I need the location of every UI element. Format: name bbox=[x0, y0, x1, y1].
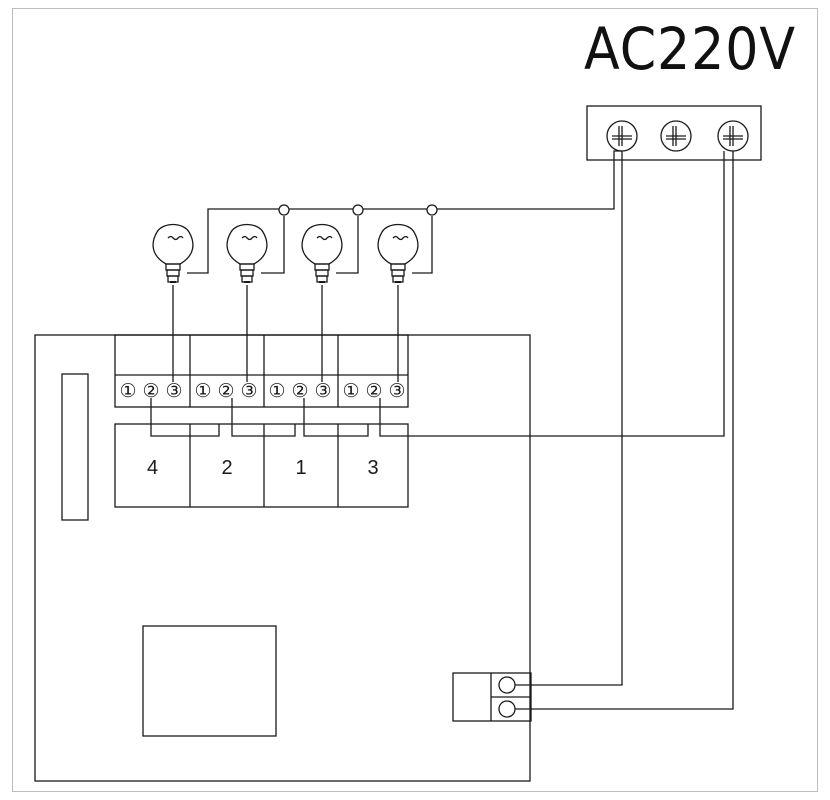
bulb-1 bbox=[152, 223, 194, 283]
ac-terminal-housing bbox=[586, 105, 762, 161]
relay-channel-label: 1 bbox=[295, 457, 306, 479]
relay-terminal-3-2: ② bbox=[291, 381, 308, 402]
relay-channel-labels: 4 2 1 3 bbox=[147, 457, 379, 479]
bulb-to-relay-wires bbox=[172, 285, 399, 382]
relay-terminal-3-1: ① bbox=[268, 381, 285, 402]
relay-channel-label: 2 bbox=[221, 457, 232, 479]
relay-terminal-2-1: ① bbox=[194, 381, 211, 402]
relay-terminal-4-1: ① bbox=[342, 381, 359, 402]
relay-terminal-2-2: ② bbox=[217, 381, 234, 402]
ac-screw-terminal-middle bbox=[660, 120, 692, 152]
board-chip bbox=[142, 625, 277, 737]
board-connector-strip bbox=[61, 373, 89, 521]
ac-terminal-block bbox=[586, 105, 762, 161]
ac-screw-terminal-right bbox=[717, 120, 749, 152]
relay-terminal-2-3: ③ bbox=[240, 381, 257, 402]
relay-terminal-1-1: ① bbox=[119, 381, 136, 402]
bulb-4 bbox=[377, 223, 419, 283]
bulb-3 bbox=[301, 223, 343, 283]
relay-body-row bbox=[114, 423, 409, 508]
relay-terminal-4-3: ③ bbox=[388, 381, 405, 402]
relay-header-row bbox=[114, 334, 409, 408]
relay-channel-label: 4 bbox=[147, 457, 158, 479]
relay-terminal-1-2: ② bbox=[142, 381, 159, 402]
ac-screw-terminal-left bbox=[606, 120, 638, 152]
relay-common-bus bbox=[150, 151, 725, 437]
relay-terminal-3-3: ③ bbox=[314, 381, 331, 402]
bulb-2 bbox=[226, 223, 268, 283]
bulb-supply-bus bbox=[187, 150, 622, 274]
supply-voltage-title: AC220V bbox=[584, 15, 796, 83]
board-power-terminal bbox=[452, 672, 532, 722]
relay-terminal-4-2: ② bbox=[365, 381, 382, 402]
board-supply-wires bbox=[515, 151, 734, 710]
relay-terminal-1-3: ③ bbox=[165, 381, 182, 402]
relay-channel-label: 3 bbox=[367, 457, 378, 479]
